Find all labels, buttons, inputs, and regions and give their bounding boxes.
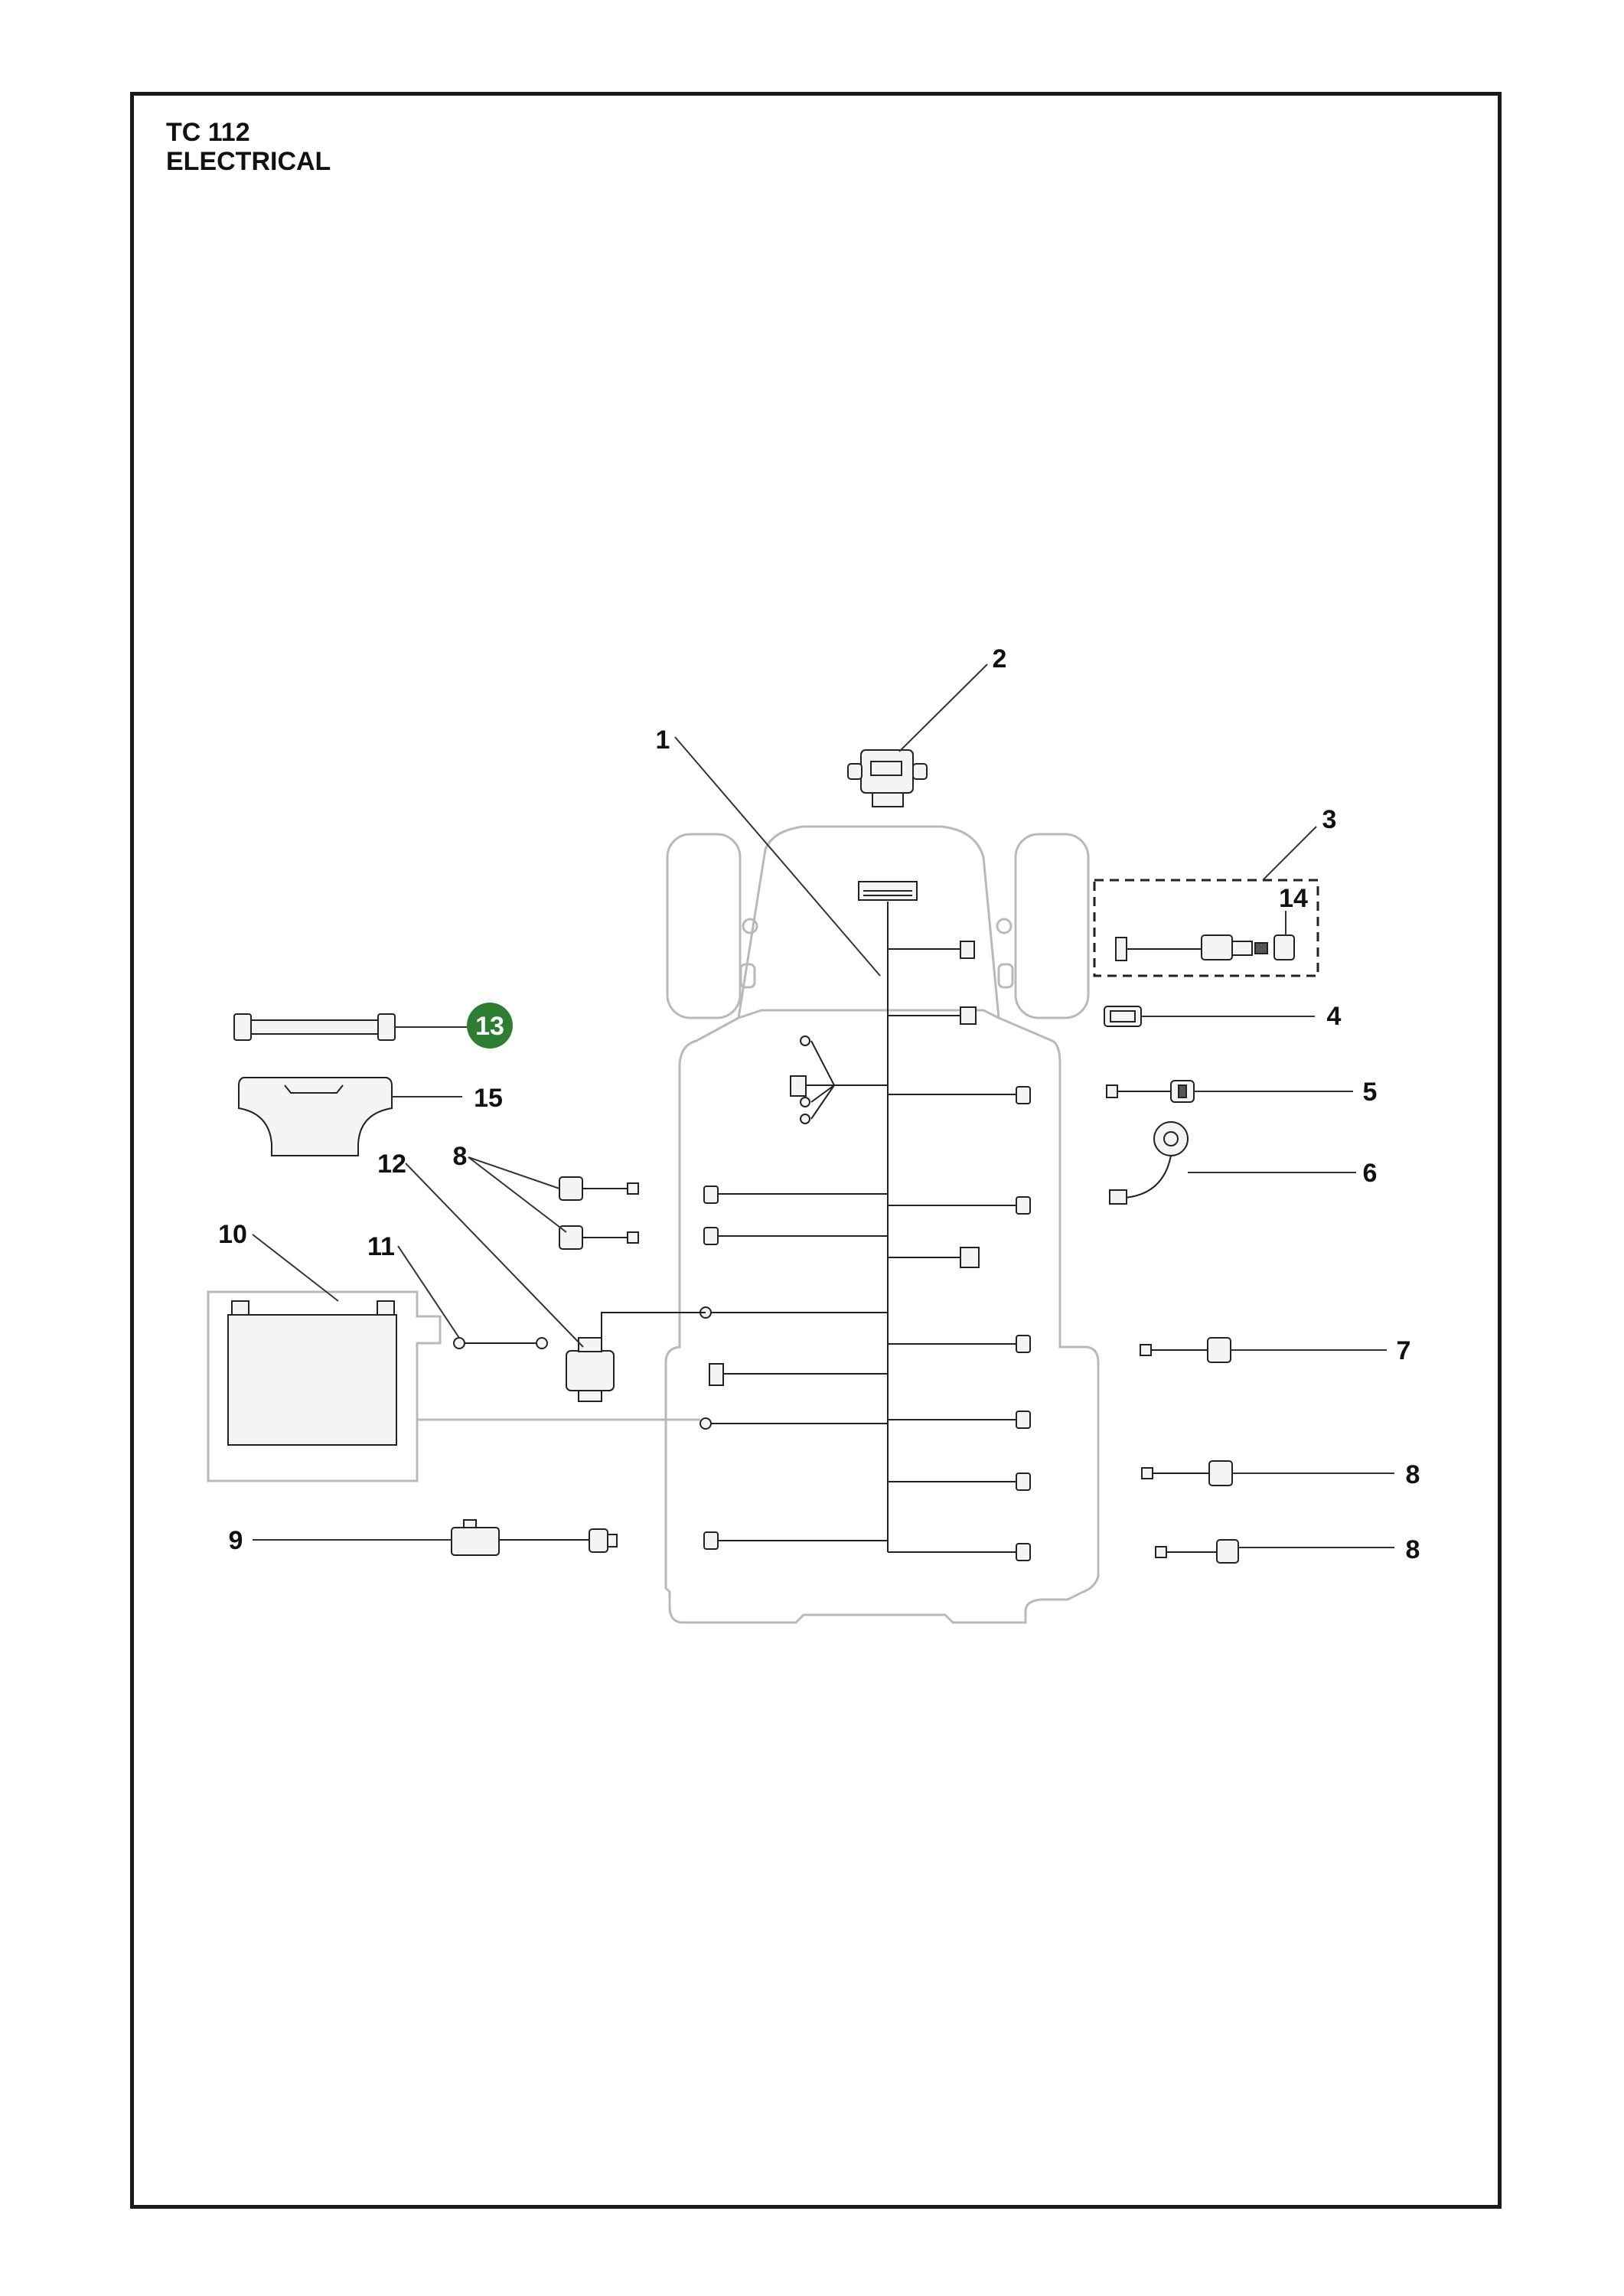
leader-lines xyxy=(252,664,1394,1548)
switch-part-8-right-b xyxy=(1155,1539,1239,1564)
callout-6: 6 xyxy=(1363,1159,1378,1188)
chassis-outline xyxy=(664,825,1100,1624)
callout-13: 13 xyxy=(475,1012,504,1041)
left-front-wheel xyxy=(666,833,742,1019)
callout-8-right-b: 8 xyxy=(1406,1535,1420,1564)
drawing-sheet: TC 112 ELECTRICAL xyxy=(130,92,1502,2209)
callout-2: 2 xyxy=(993,644,1007,673)
battery-tray-part-15 xyxy=(238,1077,393,1156)
callout-9: 9 xyxy=(229,1526,243,1555)
callout-11: 11 xyxy=(367,1232,395,1261)
switch-part-8-left xyxy=(559,1176,639,1250)
callout-15: 15 xyxy=(474,1084,503,1113)
callout-3: 3 xyxy=(1322,805,1337,834)
callout-10: 10 xyxy=(218,1220,247,1249)
callout-labels: 1 2 3 4 5 6 7 8 8 8 9 10 11 12 13 14 15 xyxy=(218,644,1420,1564)
callout-5: 5 xyxy=(1363,1078,1378,1107)
fuse-part-13 xyxy=(233,1013,396,1041)
callout-1: 1 xyxy=(656,726,670,755)
section-title: ELECTRICAL xyxy=(166,147,331,176)
right-front-wheel xyxy=(1014,833,1090,1019)
ignition-switch-kit xyxy=(1093,879,1319,977)
callout-12: 12 xyxy=(377,1150,406,1179)
solenoid-part-12 xyxy=(566,1312,706,1402)
battery-part-10 xyxy=(207,1290,700,1482)
sensor-part-6 xyxy=(1109,1121,1189,1205)
callout-8-right-a: 8 xyxy=(1406,1460,1420,1489)
callout-7: 7 xyxy=(1397,1336,1411,1365)
callout-4: 4 xyxy=(1327,1002,1342,1031)
fuse-holder-part xyxy=(1104,1006,1142,1027)
battery-cable-part-11 xyxy=(453,1337,548,1349)
switch-part-8-right-a xyxy=(1141,1460,1233,1486)
model-title: TC 112 xyxy=(166,118,250,147)
switch-part-7 xyxy=(1140,1337,1231,1363)
callout-8-left: 8 xyxy=(453,1142,468,1171)
micro-switch-part-9 xyxy=(451,1519,618,1556)
control-module-part xyxy=(847,749,928,807)
callout-14: 14 xyxy=(1279,884,1308,913)
callout-13-highlight xyxy=(467,1003,513,1049)
main-wiring-harness xyxy=(699,881,1031,1561)
ignition-key xyxy=(1273,934,1295,960)
switch-part-5 xyxy=(1106,1080,1195,1103)
